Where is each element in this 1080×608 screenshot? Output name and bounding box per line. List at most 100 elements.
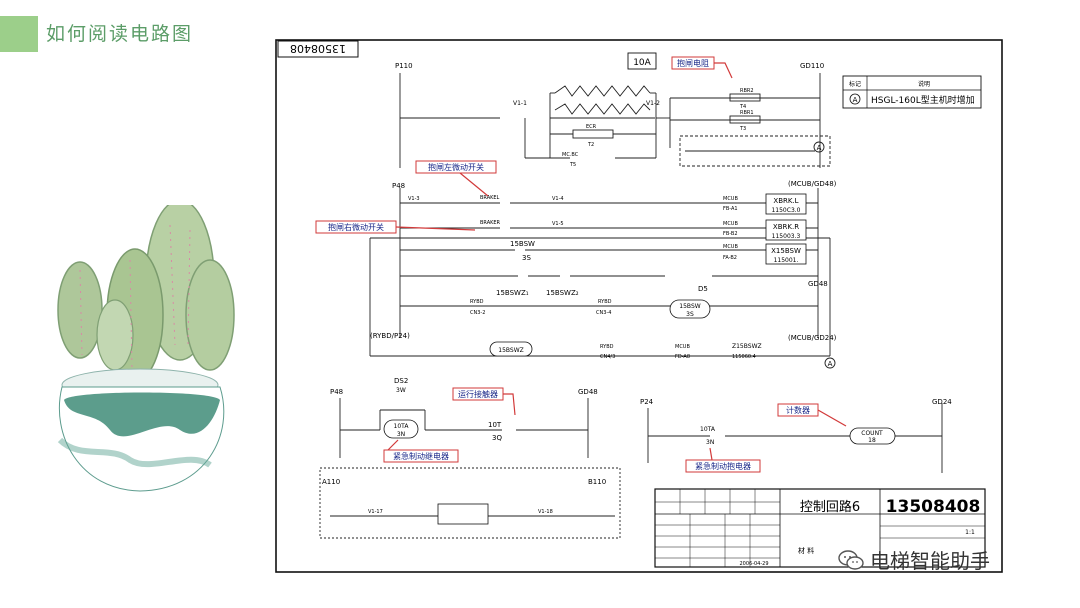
- label-cn4-3: CN4/3: [600, 354, 615, 360]
- label-ecr: ECR: [586, 124, 597, 130]
- label-v1-4: V1-4: [552, 196, 564, 202]
- annotation-contactor: 运行接触器: [458, 389, 498, 399]
- label-d5: D5: [698, 285, 708, 293]
- page-title: 如何阅读电路图: [46, 23, 194, 45]
- label-ds2: DS2: [394, 377, 408, 385]
- xbrk-r: XBRK.R: [773, 223, 799, 231]
- node-gd48-right: GD48: [808, 280, 828, 288]
- legend-mark: A: [853, 96, 858, 104]
- label-fb-b2: FB-B2: [723, 231, 738, 237]
- cactus-stems: [57, 205, 235, 382]
- label-brakel: BRAKEL: [480, 195, 500, 201]
- label-z15bswz-sub: 115060.4: [732, 354, 756, 360]
- label-10t: 10T: [488, 421, 502, 429]
- annotation-left-switch: 抱闸左微动开关: [428, 162, 484, 172]
- brake-resistor-circuit: [399, 73, 831, 168]
- label-v1-18: V1-18: [538, 509, 553, 515]
- label-3n-2: 3N: [706, 439, 714, 446]
- counter-count: COUNT: [861, 430, 883, 437]
- title-block: 控制回路6 13508408 2006-04-29 材 料 1:1: [654, 488, 986, 568]
- xbrk-l: XBRK.L: [773, 197, 798, 205]
- circuit-diagram: 13508408 A P110 GD110 10A V1-1 V1-2 RBR2…: [270, 38, 1010, 578]
- label-rybd-1: RYBD: [470, 299, 484, 305]
- legend-col-desc: 说明: [918, 80, 930, 88]
- annotation-counter: 计数器: [786, 405, 810, 415]
- label-rybd-3: RYBD: [600, 344, 614, 350]
- coil-15bswz: 15BSWZ: [498, 347, 524, 354]
- coil-3n: 3N: [397, 431, 405, 438]
- legend-desc: HSGL-160L型主机时增加: [871, 94, 975, 106]
- label-ds2-w: 3W: [396, 387, 406, 394]
- label-mcbc: MC.BC: [562, 152, 579, 158]
- label-t4: T4: [739, 104, 746, 110]
- legend-table: 标记 说明 A HSGL-160L型主机时增加: [842, 75, 982, 109]
- xbrk-l-sub: 1150C3.0: [771, 207, 800, 214]
- label-v1-3: V1-3: [408, 196, 420, 202]
- label-10ta-2: 10TA: [700, 426, 716, 433]
- label-fa-b2: FA-B2: [723, 255, 737, 261]
- node-gd110: GD110: [800, 62, 824, 70]
- label-rbr2: RBR2: [740, 88, 754, 94]
- xbrk-r-sub: 115003.3: [772, 233, 801, 240]
- wechat-icon: [838, 549, 864, 570]
- node-p48: P48: [392, 182, 405, 190]
- coil-15bsw: 15BSW: [679, 303, 700, 310]
- label-v1-17: V1-17: [368, 509, 383, 515]
- node-a110: A110: [322, 478, 340, 486]
- label-braker: BRAKER: [480, 220, 501, 226]
- cactus-illustration: [57, 205, 235, 492]
- node-p24: P24: [640, 398, 654, 406]
- node-b110: B110: [588, 478, 606, 486]
- label-rbr1: RBR1: [740, 110, 754, 116]
- coil-10ta: 10TA: [394, 423, 410, 430]
- title-material: 材 料: [798, 546, 814, 555]
- title-date: 2006-04-29: [739, 561, 768, 567]
- label-t5: T5: [569, 162, 576, 168]
- option-mark-a2: A: [828, 360, 833, 368]
- accent-block: [0, 16, 38, 52]
- switch-15bsw: 15BSW: [510, 240, 535, 248]
- label-cn3-4: CN3-4: [596, 310, 611, 316]
- watermark-text: 电梯智能助手: [870, 549, 990, 573]
- title-number: 13508408: [886, 497, 981, 517]
- switch-3s: 3S: [522, 254, 531, 262]
- brake-switch-circuit: [369, 188, 831, 357]
- sheet-number-rotated: 13508408: [290, 42, 346, 55]
- label-fd-a8: FD-A8: [675, 354, 690, 360]
- label-mcub-4: MCUB: [675, 344, 690, 350]
- node-p48-lower: P48: [330, 388, 343, 396]
- label-fb-a1: FB-A1: [723, 206, 738, 212]
- switch-15bswz2: 15BSWZ₂: [546, 289, 579, 297]
- label-t2: T2: [587, 142, 594, 148]
- label-v1-1: V1-1: [513, 100, 527, 107]
- node-rybd-p24: (RYBD/P24): [370, 332, 410, 340]
- node-mcub-gd24: (MCUB/GD24): [788, 334, 837, 342]
- label-rybd-2: RYBD: [598, 299, 612, 305]
- label-z15bswz: Z15BSWZ: [732, 343, 762, 350]
- label-mcub-1: MCUB: [723, 196, 738, 202]
- label-v1-2: V1-2: [646, 100, 660, 107]
- title-scale: 1:1: [965, 529, 975, 536]
- annotation-emergency-brake-relay: 紧急制动抱电器: [695, 461, 751, 471]
- option-mark-a1: A: [817, 144, 822, 152]
- label-v1-5: V1-5: [552, 221, 564, 227]
- coil-3s: 3S: [686, 311, 694, 318]
- label-t3: T3: [739, 126, 746, 132]
- node-gd24: GD24: [932, 398, 952, 406]
- legend-col-mark: 标记: [849, 80, 861, 88]
- flower-pot: [57, 368, 225, 492]
- node-mcub-gd48: (MCUB/GD48): [788, 180, 837, 188]
- contactor-circuit: [319, 398, 943, 539]
- counter-sub: 18: [868, 437, 876, 444]
- switch-15bswz1: 15BSWZ₁: [496, 289, 529, 297]
- annotation-brake-resistor: 抱闸电阻: [677, 58, 709, 68]
- node-p110: P110: [395, 62, 413, 70]
- annotation-emergency-relay: 紧急制动继电器: [393, 451, 449, 461]
- label-mcub-2: MCUB: [723, 221, 738, 227]
- x15bsw: X15BSW: [771, 247, 801, 255]
- watermark: 电梯智能助手: [838, 545, 990, 574]
- node-gd48-lower: GD48: [578, 388, 598, 396]
- label-cn3-2: CN3-2: [470, 310, 485, 316]
- annotation-right-switch: 抱闸右微动开关: [328, 222, 384, 232]
- schematic-svg: 13508408 A P110 GD110 10A V1-1 V1-2 RBR2…: [275, 39, 1003, 573]
